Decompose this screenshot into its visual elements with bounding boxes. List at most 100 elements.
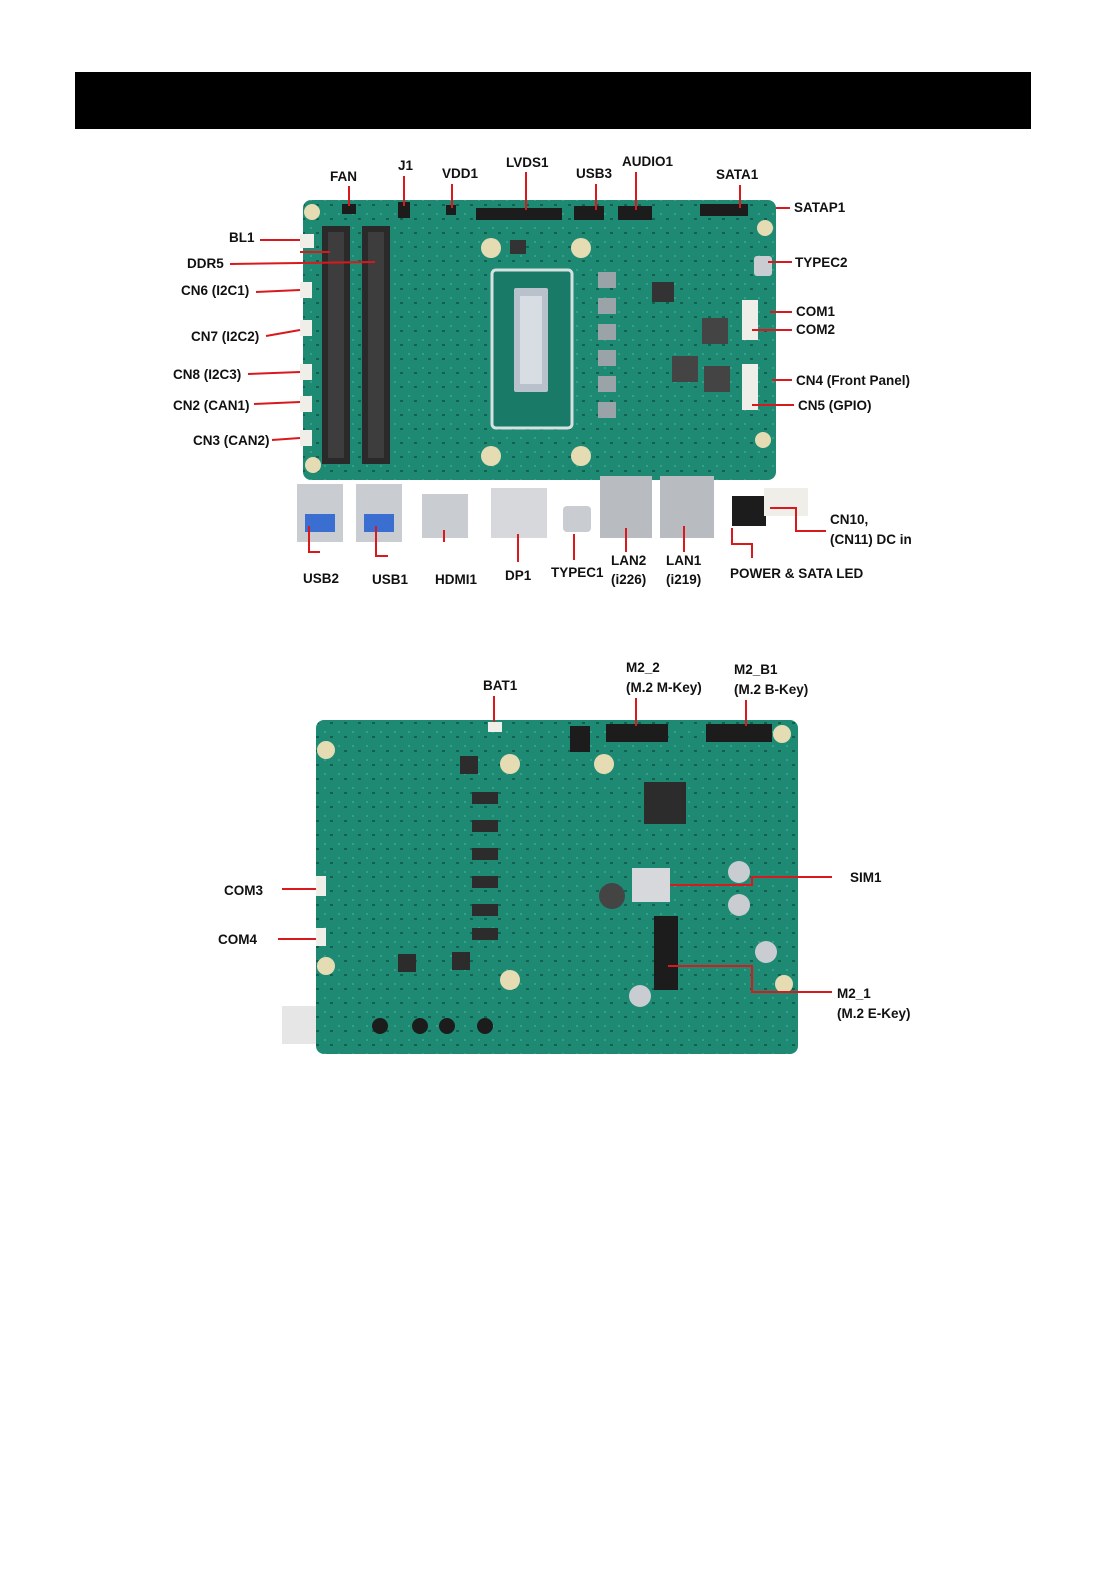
label-lan2-line2: (i226) bbox=[611, 572, 646, 587]
choke bbox=[598, 350, 616, 366]
bottom-io-stub bbox=[282, 1006, 316, 1044]
cn8-connector bbox=[300, 364, 312, 380]
bottom-pointers bbox=[278, 696, 832, 993]
choke bbox=[598, 324, 616, 340]
choke bbox=[704, 366, 730, 392]
standoff bbox=[629, 985, 651, 1007]
mount-hole bbox=[757, 220, 773, 236]
label-m2-b1-line2: (M.2 B-Key) bbox=[734, 682, 808, 697]
label-sim1: SIM1 bbox=[850, 870, 882, 885]
standoff bbox=[728, 861, 750, 883]
lvds1-connector bbox=[476, 208, 562, 220]
label-bl1: BL1 bbox=[229, 230, 255, 245]
mount-hole bbox=[773, 725, 791, 743]
label-power-sata-led: POWER & SATA LED bbox=[730, 566, 863, 581]
header-bar bbox=[75, 72, 1031, 129]
label-lan1-line1: LAN1 bbox=[666, 553, 702, 568]
label-cn8: CN8 (I2C3) bbox=[173, 367, 241, 382]
mount-hole bbox=[481, 238, 501, 258]
mount-hole bbox=[775, 975, 793, 993]
label-cn3: CN3 (CAN2) bbox=[193, 433, 270, 448]
usb2-port bbox=[297, 484, 343, 542]
power-led-connector bbox=[732, 496, 766, 526]
label-j1: J1 bbox=[398, 158, 414, 173]
top-pointers bbox=[229, 172, 826, 562]
label-com2: COM2 bbox=[796, 322, 835, 337]
cn6-connector bbox=[300, 282, 312, 298]
typec2-port bbox=[754, 256, 772, 276]
mount-hole bbox=[317, 741, 335, 759]
chip bbox=[452, 952, 470, 970]
chip bbox=[472, 928, 498, 940]
top-board-image bbox=[297, 200, 808, 542]
choke bbox=[598, 298, 616, 314]
choke bbox=[598, 376, 616, 392]
j1-connector bbox=[398, 202, 410, 218]
bottom-pcb bbox=[316, 720, 798, 1054]
label-fan: FAN bbox=[330, 169, 357, 184]
vdd1-connector bbox=[446, 205, 456, 215]
label-vdd1: VDD1 bbox=[442, 166, 479, 181]
fan-connector bbox=[342, 204, 356, 214]
label-cn10-line1: CN10, bbox=[830, 512, 868, 527]
label-cn2: CN2 (CAN1) bbox=[173, 398, 250, 413]
label-ddr5: DDR5 bbox=[187, 256, 224, 271]
header-pins bbox=[570, 726, 590, 752]
label-com4: COM4 bbox=[218, 932, 257, 947]
mount-hole bbox=[304, 204, 320, 220]
standoff bbox=[755, 941, 777, 963]
cn2-connector bbox=[300, 396, 312, 412]
label-lvds1: LVDS1 bbox=[506, 155, 549, 170]
mount-hole bbox=[594, 754, 614, 774]
label-typec2: TYPEC2 bbox=[795, 255, 848, 270]
chip bbox=[472, 904, 498, 916]
typec1-port bbox=[563, 506, 591, 532]
chip bbox=[472, 792, 498, 804]
usb1-port bbox=[356, 484, 402, 542]
label-m2-1-line2: (M.2 E-Key) bbox=[837, 1006, 911, 1021]
label-com3: COM3 bbox=[224, 883, 263, 898]
m2-1-slot bbox=[654, 916, 678, 990]
label-satap1: SATAP1 bbox=[794, 200, 846, 215]
chip bbox=[472, 820, 498, 832]
usb3-header bbox=[574, 206, 604, 220]
label-m2-1-line1: M2_1 bbox=[837, 986, 871, 1001]
label-cn7: CN7 (I2C2) bbox=[191, 329, 259, 344]
mount-hole bbox=[317, 957, 335, 975]
bottom-board-image bbox=[282, 720, 798, 1054]
label-bat1: BAT1 bbox=[483, 678, 518, 693]
sim1-holder bbox=[632, 868, 670, 902]
choke bbox=[672, 356, 698, 382]
label-hdmi1: HDMI1 bbox=[435, 572, 477, 587]
com4-connector bbox=[316, 928, 326, 946]
mount-hole bbox=[755, 432, 771, 448]
label-m2-2-line2: (M.2 M-Key) bbox=[626, 680, 702, 695]
chip bbox=[460, 756, 478, 774]
label-usb3: USB3 bbox=[576, 166, 613, 181]
m2-b1-slot bbox=[706, 724, 772, 742]
chip bbox=[398, 954, 416, 972]
bat1-connector bbox=[488, 722, 502, 732]
cn7-connector bbox=[300, 320, 312, 336]
label-m2-2-line1: M2_2 bbox=[626, 660, 660, 675]
mount-hole bbox=[481, 446, 501, 466]
standoff bbox=[728, 894, 750, 916]
label-usb1: USB1 bbox=[372, 572, 409, 587]
label-lan1-line2: (i219) bbox=[666, 572, 701, 587]
label-cn5: CN5 (GPIO) bbox=[798, 398, 872, 413]
label-lan2-line1: LAN2 bbox=[611, 553, 646, 568]
com3-connector bbox=[316, 876, 326, 896]
choke bbox=[598, 272, 616, 288]
choke bbox=[702, 318, 728, 344]
chip bbox=[644, 782, 686, 824]
label-m2-b1-line1: M2_B1 bbox=[734, 662, 778, 677]
chip bbox=[472, 848, 498, 860]
mount-hole bbox=[571, 238, 591, 258]
sata1-connector bbox=[700, 204, 748, 216]
m2-2-slot bbox=[606, 724, 668, 742]
choke bbox=[598, 402, 616, 418]
label-typec1: TYPEC1 bbox=[551, 565, 604, 580]
top-labels: FAN J1 VDD1 LVDS1 USB3 AUDIO1 SATA1 SATA… bbox=[173, 154, 912, 587]
dc-in-connector bbox=[764, 488, 808, 516]
label-sata1: SATA1 bbox=[716, 167, 759, 182]
